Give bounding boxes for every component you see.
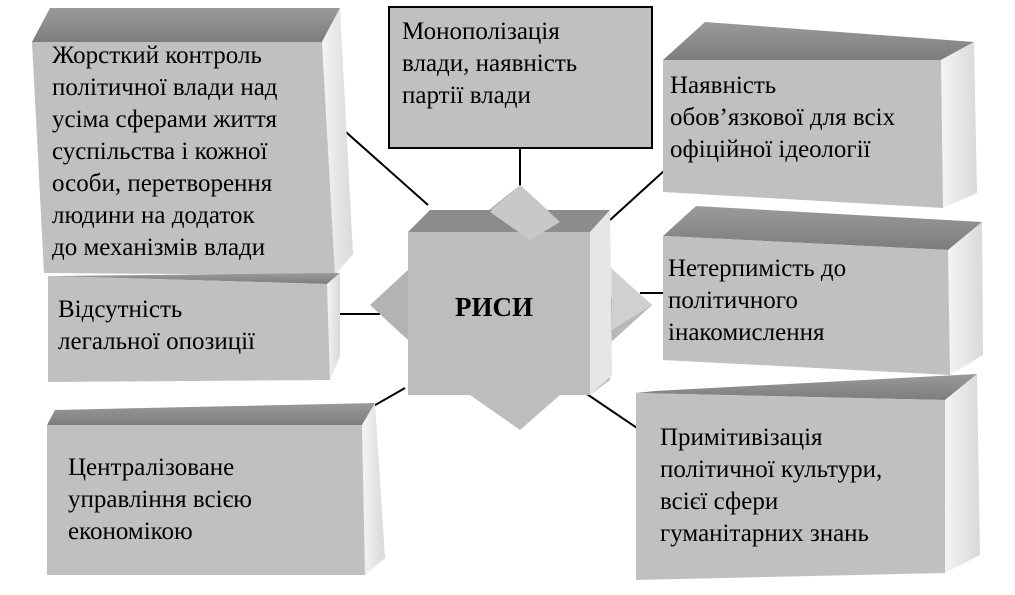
box-middle-left [48, 273, 340, 382]
label-line: Централізоване [68, 454, 235, 481]
label-line: Наявність [670, 72, 777, 99]
label-line: особи, перетворення [52, 170, 273, 197]
center-star [370, 185, 652, 430]
label-line: суспільства і кожної [52, 138, 268, 165]
label-middle-left: Відсутність легальної опозиції [58, 294, 255, 358]
label-bottom-left: Централізоване управління всією економік… [68, 452, 252, 548]
center-label: РИСИ [455, 292, 533, 322]
label-line: Нетерпимість до [668, 255, 847, 282]
box-top-left [32, 8, 353, 275]
label-line: економікою [68, 518, 193, 545]
connector-bottom-left [369, 387, 406, 409]
label-line: Відсутність [58, 296, 183, 323]
label-bottom-right: Примітивізація політичної культури, всіє… [660, 422, 882, 550]
box-bottom-right [636, 374, 980, 580]
label-line: Жорсткий контроль [52, 42, 262, 69]
box-top-right [663, 22, 977, 208]
label-line: політичного [668, 287, 798, 314]
label-line: гуманітарних знань [660, 520, 869, 547]
box-bottom-left [47, 403, 385, 575]
label-line: політичної влади над [52, 74, 278, 101]
connector-top-right [609, 169, 666, 221]
label-line: інакомислення [668, 319, 825, 346]
label-top-center: Монополізація влади, наявність партії вл… [402, 16, 577, 112]
label-line: партії влади [402, 82, 531, 109]
label-middle-right: Нетерпимість до політичного інакомисленн… [668, 253, 846, 349]
label-line: політичної культури, [660, 456, 883, 483]
label-line: влади, наявність [402, 50, 578, 77]
label-line: до механізмів влади [52, 234, 266, 261]
label-line: усіма сферами життя [52, 106, 277, 133]
label-top-right: Наявність обов’язкової для всіх офіційно… [670, 70, 895, 166]
box-top-center [388, 6, 653, 149]
label-line: Примітивізація [660, 424, 823, 451]
label-line: офіційної ідеології [670, 136, 871, 163]
box-middle-right [663, 206, 983, 375]
label-line: управління всією [68, 486, 252, 513]
label-top-left: Жорсткий контроль політичної влади над у… [52, 40, 278, 264]
label-line: Монополізація [402, 18, 560, 45]
label-line: людини на додаток [52, 202, 255, 229]
connector-top-left [337, 124, 429, 206]
label-line: легальної опозиції [58, 328, 255, 355]
label-line: обов’язкової для всіх [670, 104, 896, 131]
label-line: всієї сфери [660, 488, 779, 515]
